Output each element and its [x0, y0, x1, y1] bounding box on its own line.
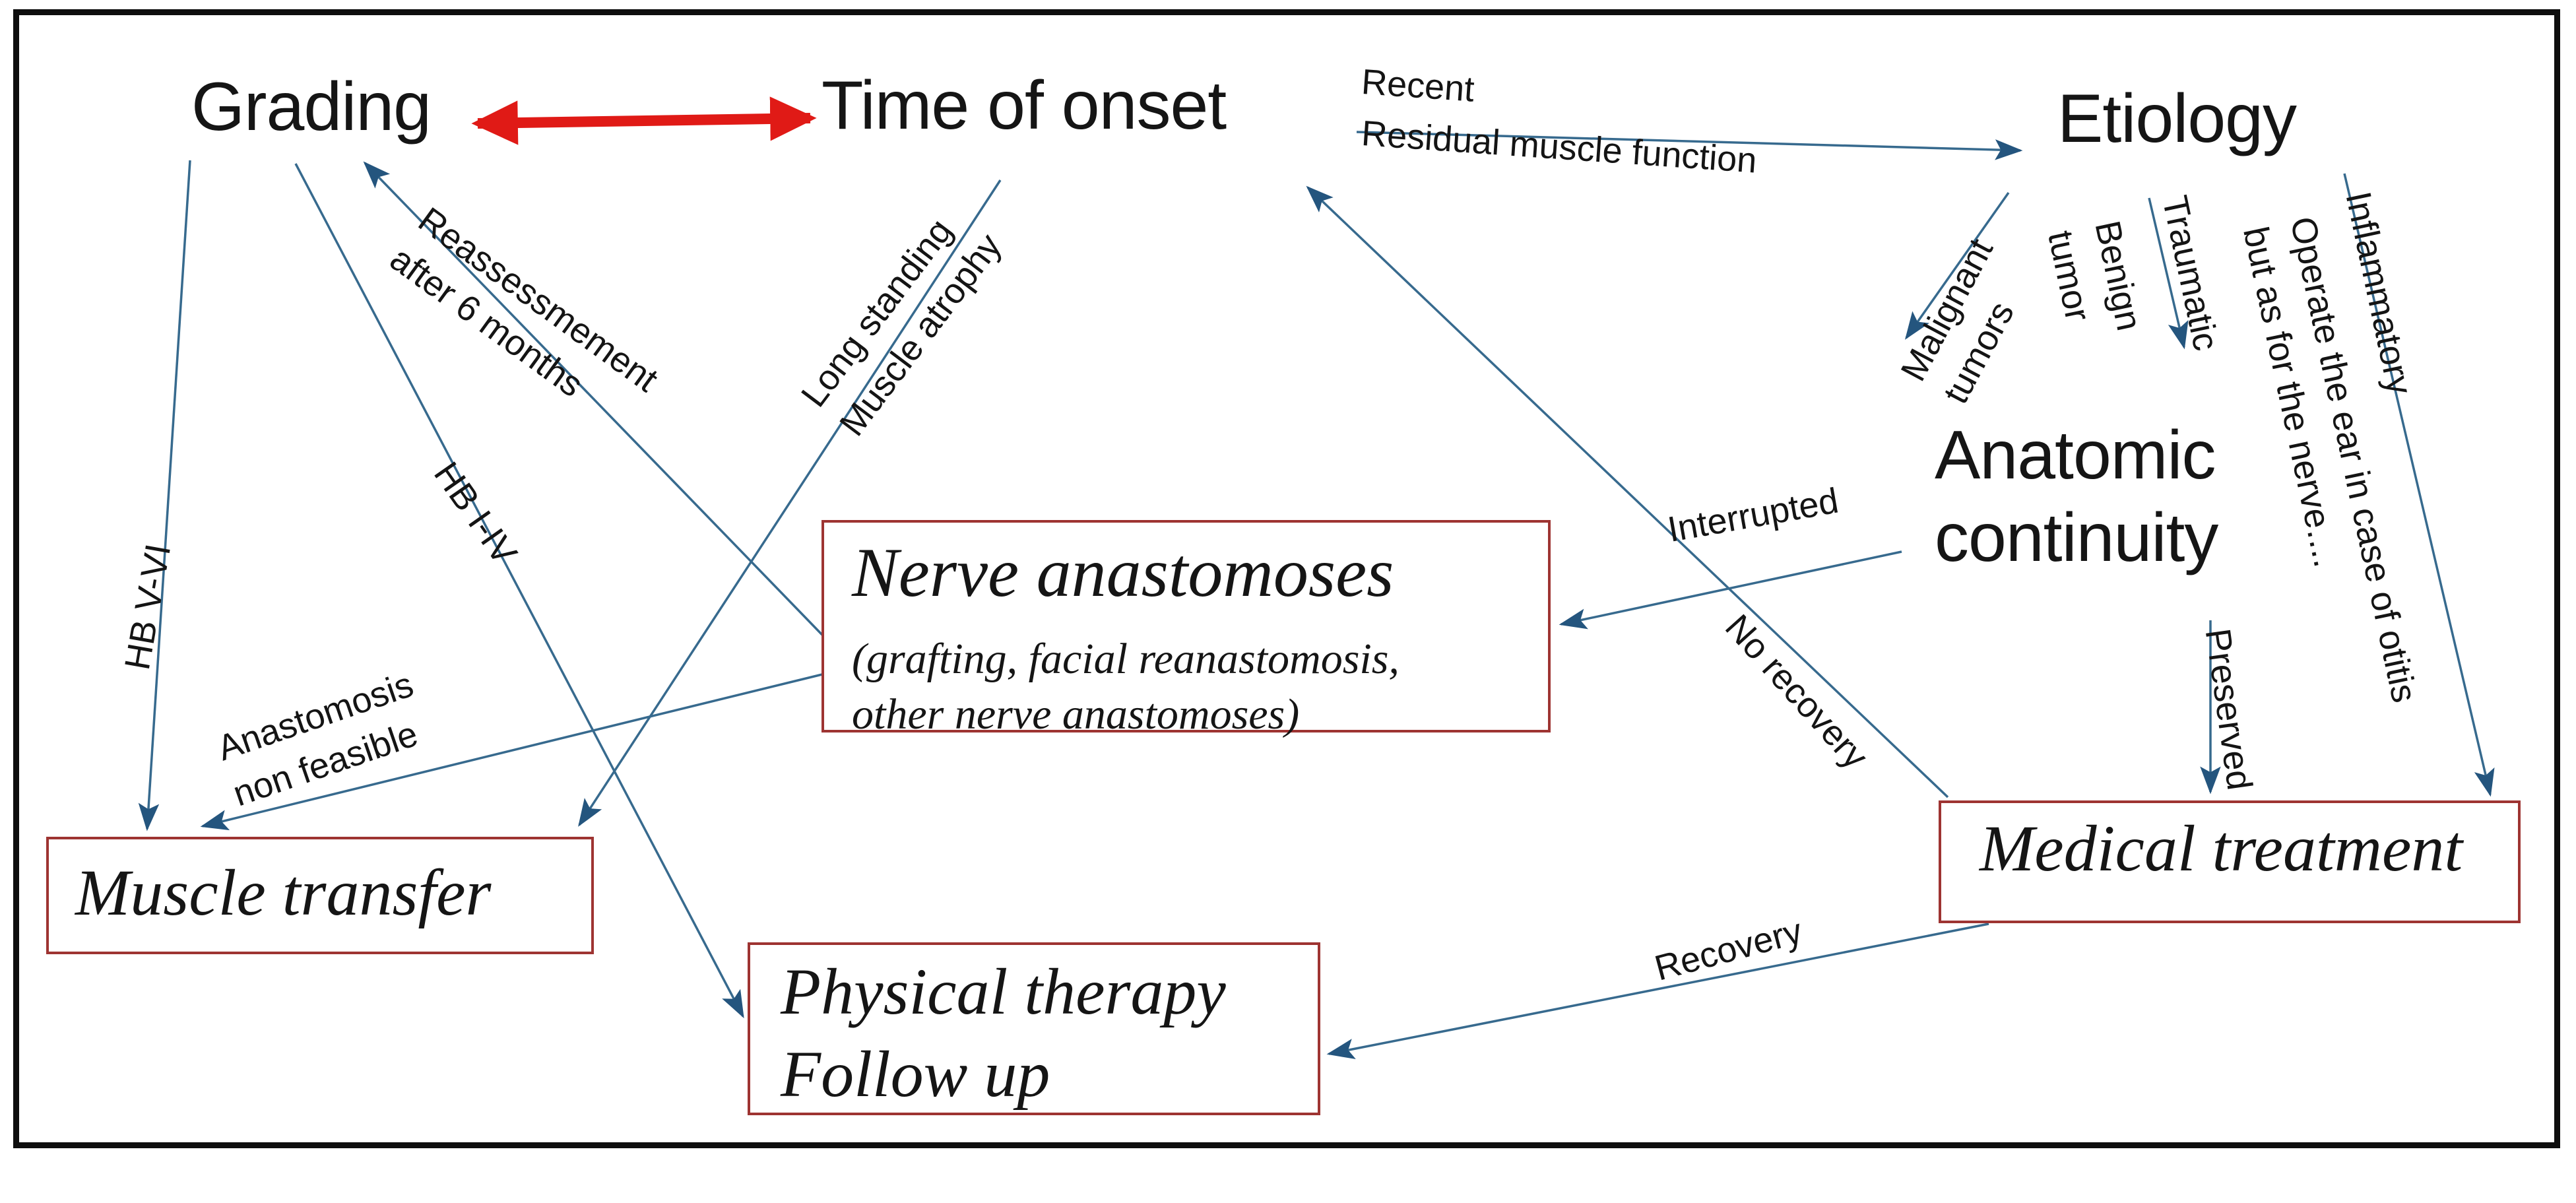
node-grading: Grading [191, 69, 432, 145]
red-double-arrow-grading-timeofonset [471, 96, 817, 145]
arrow-grading-to-muscle-transfer [138, 160, 191, 831]
medical-treatment-title: Medical treatment [1980, 812, 2463, 885]
arrow-grading-to-physical-therapy [294, 163, 744, 1019]
anatomic-line1: Anatomic [1935, 417, 2216, 494]
label-recent: Recent [1360, 61, 1476, 110]
box-physical-therapy: Physical therapy Follow up [748, 942, 1320, 1115]
nerve-anastomoses-sub2: other nerve anastomoses) [852, 690, 1300, 738]
nerve-anastomoses-title: Nerve anastomoses [852, 534, 1394, 611]
nerve-anastomoses-sub1: (grafting, facial reanastomosis, [852, 634, 1400, 683]
muscle-transfer-title: Muscle transfer [75, 856, 492, 929]
arrow-malignant-to-anatomic [1904, 191, 2010, 340]
arrow-reassessment-to-grading [363, 161, 823, 636]
outer-border [13, 9, 2560, 1148]
arrow-inflammatory-to-medical-treatment [2343, 173, 2495, 797]
arrow-longstanding-to-muscle-transfer [578, 179, 1002, 827]
box-medical-treatment: Medical treatment [1939, 800, 2521, 923]
box-muscle-transfer: Muscle transfer [46, 837, 594, 954]
physical-therapy-line1: Physical therapy [781, 955, 1226, 1028]
arrow-recovery-to-physical-therapy [1326, 923, 1989, 1060]
arrow-norecovery-to-timeofonset [1306, 185, 1949, 798]
arrow-anastomosis-nonfeasible-to-muscle-transfer [200, 673, 823, 831]
node-anatomic-continuity: Anatomic continuity [1935, 414, 2218, 579]
arrow-timeofonset-to-etiology [1356, 131, 2023, 160]
node-etiology: Etiology [2057, 81, 2297, 157]
physical-therapy-line2: Follow up [781, 1037, 1050, 1111]
node-time-of-onset: Time of onset [821, 67, 1227, 144]
box-nerve-anastomoses: Nerve anastomoses (grafting, facial rean… [821, 520, 1551, 738]
anatomic-line2: continuity [1935, 499, 2218, 576]
arrow-interrupted-to-nerve-anastomoses [1559, 550, 1902, 630]
arrow-traumatic-benign-to-anatomic [2148, 197, 2189, 350]
